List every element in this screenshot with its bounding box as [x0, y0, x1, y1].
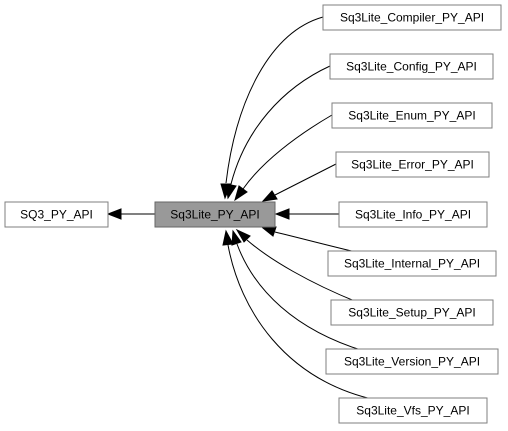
node-compiler-label: Sq3Lite_Compiler_PY_API	[340, 11, 484, 25]
node-error-label: Sq3Lite_Error_PY_API	[351, 158, 474, 172]
edge-setup-to-current	[246, 239, 358, 303]
node-info-label: Sq3Lite_Info_PY_API	[355, 208, 471, 222]
node-info[interactable]: Sq3Lite_Info_PY_API	[338, 201, 488, 228]
node-current: Sq3Lite_PY_API	[154, 201, 276, 228]
nodes: SQ3_PY_API Sq3Lite_PY_API Sq3Lite_Compil…	[4, 4, 502, 424]
arrowhead-info	[274, 208, 290, 220]
arrowhead-version	[231, 229, 242, 246]
node-error[interactable]: Sq3Lite_Error_PY_API	[335, 151, 490, 178]
edge-version-to-current	[236, 243, 365, 352]
node-setup-label: Sq3Lite_Setup_PY_API	[348, 306, 475, 320]
edge-config-to-current	[230, 65, 331, 185]
node-vfs-label: Sq3Lite_Vfs_PY_API	[356, 404, 469, 418]
node-compiler[interactable]: Sq3Lite_Compiler_PY_API	[322, 4, 502, 31]
node-vfs[interactable]: Sq3Lite_Vfs_PY_API	[338, 397, 488, 424]
edge-compiler-to-current	[225, 16, 324, 184]
edge-error-to-current	[274, 163, 337, 196]
arrowhead-error	[261, 190, 278, 202]
edge-enum-to-current	[242, 114, 333, 190]
arrowhead-vfs	[222, 229, 234, 246]
arrowhead-enum	[234, 185, 248, 202]
node-version[interactable]: Sq3Lite_Version_PY_API	[325, 348, 499, 375]
arrowhead-parent	[106, 208, 122, 220]
node-internal[interactable]: Sq3Lite_Internal_PY_API	[327, 250, 497, 277]
edges	[106, 16, 377, 401]
arrowhead-setup	[235, 228, 251, 243]
arrowhead-internal	[261, 226, 277, 237]
node-version-label: Sq3Lite_Version_PY_API	[344, 355, 480, 369]
node-config[interactable]: Sq3Lite_Config_PY_API	[329, 53, 494, 80]
node-enum[interactable]: Sq3Lite_Enum_PY_API	[331, 102, 493, 129]
node-internal-label: Sq3Lite_Internal_PY_API	[344, 257, 480, 271]
edge-vfs-to-current	[227, 244, 377, 401]
node-parent-label: SQ3_PY_API	[20, 208, 93, 222]
arrowhead-config	[225, 183, 237, 200]
node-enum-label: Sq3Lite_Enum_PY_API	[348, 109, 475, 123]
edge-internal-to-current	[274, 231, 361, 254]
node-setup[interactable]: Sq3Lite_Setup_PY_API	[330, 299, 494, 326]
node-parent[interactable]: SQ3_PY_API	[4, 201, 109, 228]
node-config-label: Sq3Lite_Config_PY_API	[346, 60, 477, 74]
node-current-label: Sq3Lite_PY_API	[170, 208, 259, 222]
